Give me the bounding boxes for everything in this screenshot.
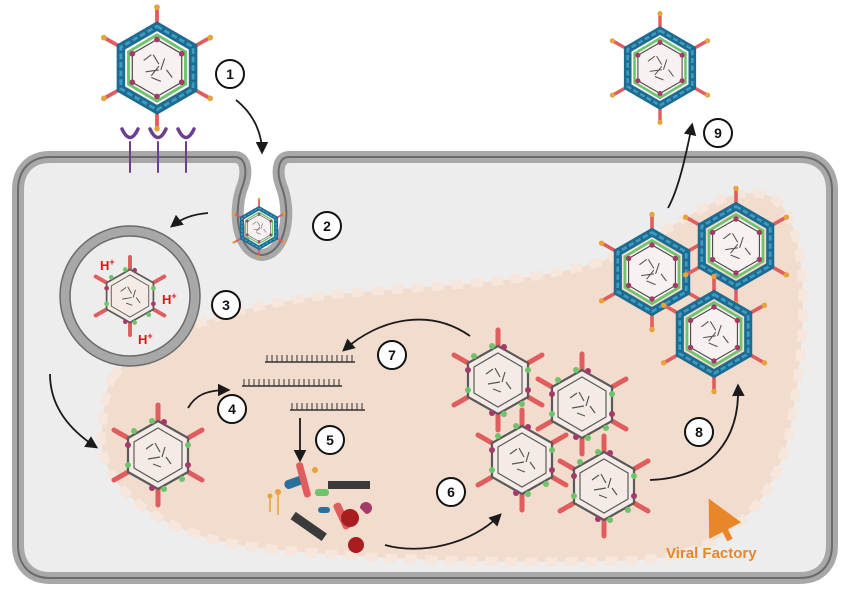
pathway-arrows (49, 99, 745, 550)
step-8: 8 (684, 417, 714, 447)
step-markers: 1 2 3 4 5 6 7 8 9 (211, 59, 733, 507)
proton-labels: H+ H+ H+ (100, 257, 177, 347)
svg-text:H+: H+ (138, 331, 153, 347)
svg-text:H+: H+ (162, 291, 177, 307)
svg-text:H+: H+ (100, 257, 115, 273)
step-5: 5 (315, 425, 345, 455)
viral-proteins (267, 462, 372, 553)
svg-text:4: 4 (228, 401, 236, 417)
virion-extracellular (101, 4, 213, 131)
svg-text:5: 5 (326, 432, 334, 448)
step-2: 2 (312, 211, 342, 241)
svg-text:8: 8 (695, 424, 703, 440)
step-3: 3 (211, 290, 241, 320)
step-4: 4 (217, 394, 247, 424)
receptors (120, 127, 196, 173)
step-1: 1 (215, 59, 245, 89)
virion-released (610, 11, 710, 125)
svg-text:1: 1 (226, 66, 234, 82)
svg-text:9: 9 (714, 125, 722, 141)
viral-dna (242, 355, 365, 411)
viral-factory-label: Viral Factory (666, 545, 757, 562)
svg-text:3: 3 (222, 297, 230, 313)
step-7: 7 (377, 340, 407, 370)
svg-text:6: 6 (447, 484, 455, 500)
svg-text:7: 7 (388, 347, 396, 363)
step-9: 9 (703, 118, 733, 148)
step-6: 6 (436, 477, 466, 507)
svg-text:2: 2 (323, 218, 331, 234)
